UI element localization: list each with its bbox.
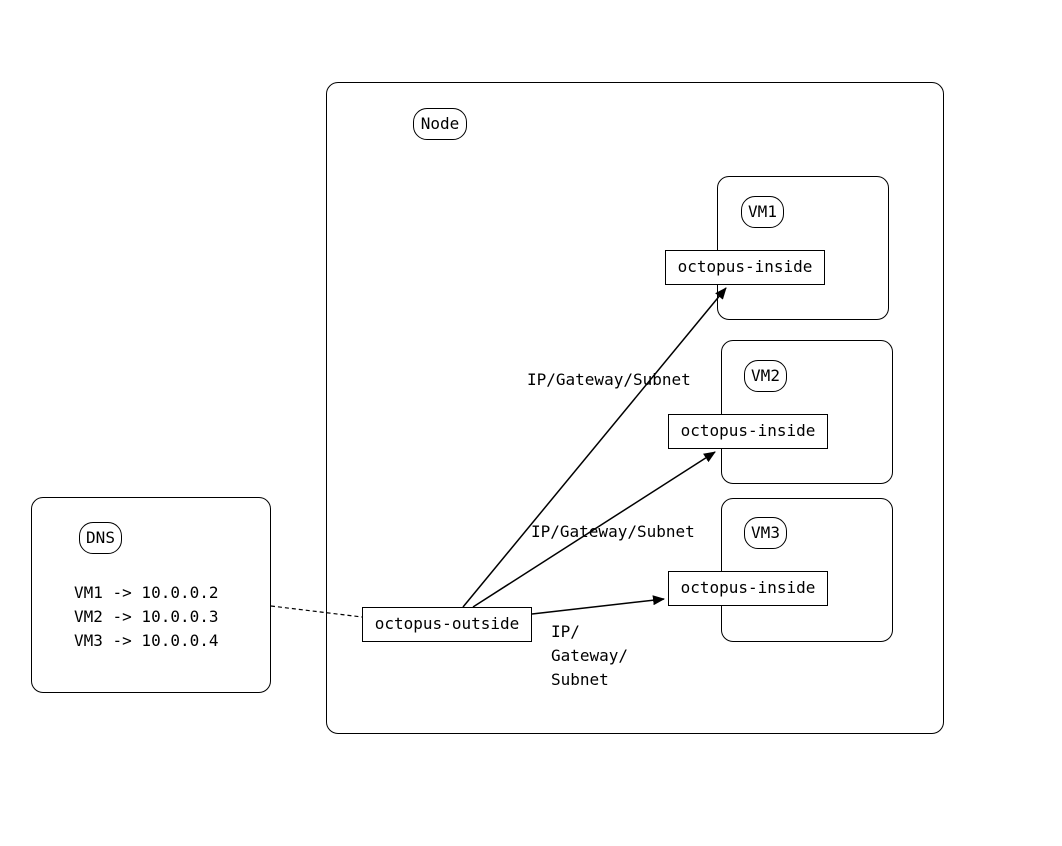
- vm3-octopus-inside-port: octopus-inside: [668, 571, 828, 606]
- dns-record: VM3 -> 10.0.0.4: [74, 631, 219, 650]
- dns-label: DNS: [79, 522, 122, 554]
- dns-record: VM2 -> 10.0.0.3: [74, 607, 219, 626]
- edge-label-vm2: IP/Gateway/Subnet: [531, 522, 695, 541]
- vm3-label: VM3: [744, 517, 787, 549]
- dns-record: VM1 -> 10.0.0.2: [74, 583, 219, 602]
- edge-label-vm1: IP/Gateway/Subnet: [527, 370, 691, 389]
- octopus-outside-port: octopus-outside: [362, 607, 532, 642]
- edge-label-vm3: IP/ Gateway/ Subnet: [551, 620, 628, 692]
- node-label: Node: [413, 108, 467, 140]
- vm1-box: [717, 176, 889, 320]
- vm2-box: [721, 340, 893, 484]
- dns-box: [31, 497, 271, 693]
- edge-label-vm3-line: Subnet: [551, 670, 609, 689]
- dns-records: VM1 -> 10.0.0.2 VM2 -> 10.0.0.3 VM3 -> 1…: [74, 581, 219, 653]
- vm2-octopus-inside-port: octopus-inside: [668, 414, 828, 449]
- edge-label-vm3-line: IP/: [551, 622, 580, 641]
- edge-label-vm3-line: Gateway/: [551, 646, 629, 665]
- outside-to-vm1-arrow: [462, 287, 727, 608]
- vm1-octopus-inside-port: octopus-inside: [665, 250, 825, 285]
- dns-to-outside-link: [270, 605, 363, 618]
- outside-to-vm3-arrow: [531, 595, 665, 615]
- vm2-label: VM2: [744, 360, 787, 392]
- outside-to-vm2-arrow: [472, 451, 716, 608]
- vm1-label: VM1: [741, 196, 784, 228]
- node-container: [326, 82, 944, 734]
- vm3-box: [721, 498, 893, 642]
